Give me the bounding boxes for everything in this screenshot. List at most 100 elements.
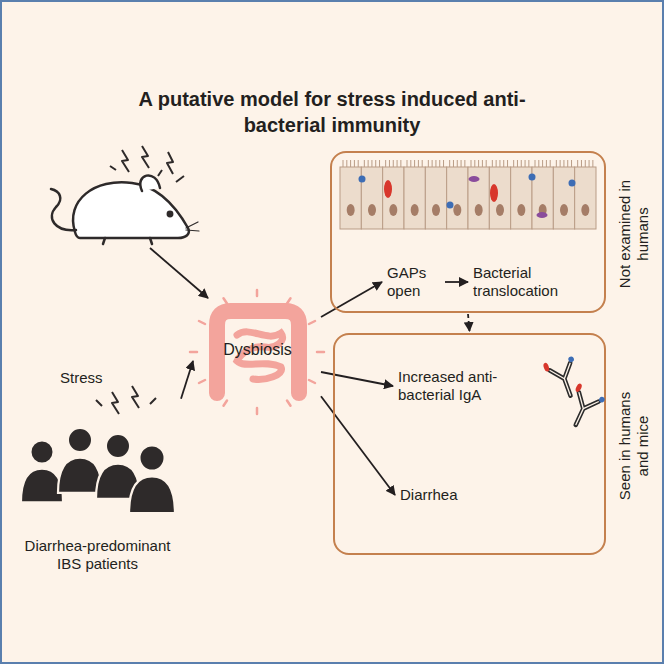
cell <box>575 167 596 229</box>
microvillus <box>492 160 493 167</box>
microvillus <box>471 160 472 167</box>
process-label: Bacterial translocation <box>470 261 576 303</box>
microvillus <box>410 160 411 167</box>
microvillus <box>556 160 557 167</box>
nucleus <box>475 204 483 216</box>
microvillus <box>428 160 429 167</box>
microvillus <box>414 160 415 167</box>
title: A putative model for stress induced anti… <box>122 86 542 138</box>
stress-bolts <box>96 146 184 414</box>
mouse-ear <box>140 175 160 191</box>
nucleus <box>453 204 461 216</box>
mouse-figure <box>51 175 199 244</box>
epithelial-cells <box>340 160 596 229</box>
outcome-box: Not examined in humansGAPs openBacterial… <box>330 151 606 313</box>
microvillus <box>517 160 518 167</box>
antibody-core <box>566 392 599 429</box>
microvillus <box>546 160 547 167</box>
microvillus <box>571 160 572 167</box>
microvillus <box>358 160 359 167</box>
microvillus <box>432 160 433 167</box>
microvillus <box>528 160 529 167</box>
microvillus <box>449 160 450 167</box>
nucleus <box>432 204 440 216</box>
microvillus <box>499 160 500 167</box>
microvillus <box>343 160 344 167</box>
node-label: Dysbiosis <box>223 340 291 359</box>
microvillus <box>443 160 444 167</box>
microvillus <box>560 160 561 167</box>
bacterium <box>447 202 454 209</box>
outcome-box: Seen in humans and miceIncreased anti-ba… <box>333 333 606 555</box>
cell <box>361 167 382 229</box>
microvillus <box>577 160 578 167</box>
nucleus <box>517 204 525 216</box>
tick <box>317 351 324 354</box>
cell <box>447 167 468 229</box>
tick <box>256 290 259 296</box>
mouse-feet <box>103 238 152 244</box>
cell <box>383 167 404 229</box>
microvillus <box>486 160 487 167</box>
microvillus <box>461 160 462 167</box>
irritation-ticks <box>190 290 324 414</box>
nucleus <box>347 204 355 216</box>
antibody-outline <box>550 363 581 400</box>
microvillus <box>371 160 372 167</box>
microvillus <box>478 160 479 167</box>
node-label: Stress <box>60 369 103 387</box>
node-label: Diarrhea-predominant IBS patients <box>15 537 180 573</box>
microvillus <box>585 160 586 167</box>
microvillus <box>513 160 514 167</box>
bacterium <box>569 180 576 187</box>
connector-arrow <box>321 372 393 386</box>
nucleus <box>560 204 568 216</box>
cell <box>489 167 510 229</box>
mouse-arrow <box>150 248 208 298</box>
microvillus <box>563 160 564 167</box>
microvillus <box>542 160 543 167</box>
nucleus <box>411 204 419 216</box>
bacterium <box>529 174 536 181</box>
mouse-whiskers <box>186 222 199 231</box>
microvillus <box>507 160 508 167</box>
microvillus <box>521 160 522 167</box>
antibody <box>562 383 607 432</box>
tick <box>287 298 291 303</box>
bacterium <box>359 176 366 183</box>
node-label: Bacterial translocation <box>473 264 573 300</box>
microvillus <box>422 160 423 167</box>
microvillus <box>535 160 536 167</box>
microvillus <box>457 160 458 167</box>
side-heading: Seen in humans and mice <box>616 381 652 511</box>
mouse-eye <box>168 212 172 216</box>
patients-group: StressDiarrhea-predominant IBS patients <box>15 365 180 590</box>
microvillus <box>418 160 419 167</box>
connector-arrow <box>468 314 470 331</box>
bacterium <box>469 176 480 182</box>
microvillus <box>567 160 568 167</box>
node-label: Increased anti-bacterial IgA <box>398 368 534 404</box>
cell <box>468 167 489 229</box>
microvillus <box>350 160 351 167</box>
microvillus <box>389 160 390 167</box>
microvillus <box>375 160 376 167</box>
microvillus <box>550 160 551 167</box>
cell <box>404 167 425 229</box>
microvillus <box>354 160 355 167</box>
tick <box>287 400 291 405</box>
process-label: GAPs open <box>384 261 444 303</box>
microvillus <box>496 160 497 167</box>
antibody-core <box>550 363 581 400</box>
cell <box>553 167 574 229</box>
microvillus <box>538 160 539 167</box>
side-heading: Not examined in humans <box>616 159 652 309</box>
tick <box>309 380 315 383</box>
gut-dysbiosis: Dysbiosis <box>195 295 320 405</box>
antibody-outline <box>566 392 599 429</box>
patients-figure <box>21 428 175 513</box>
tick <box>199 380 205 383</box>
tick <box>309 321 315 324</box>
microvillus <box>379 160 380 167</box>
